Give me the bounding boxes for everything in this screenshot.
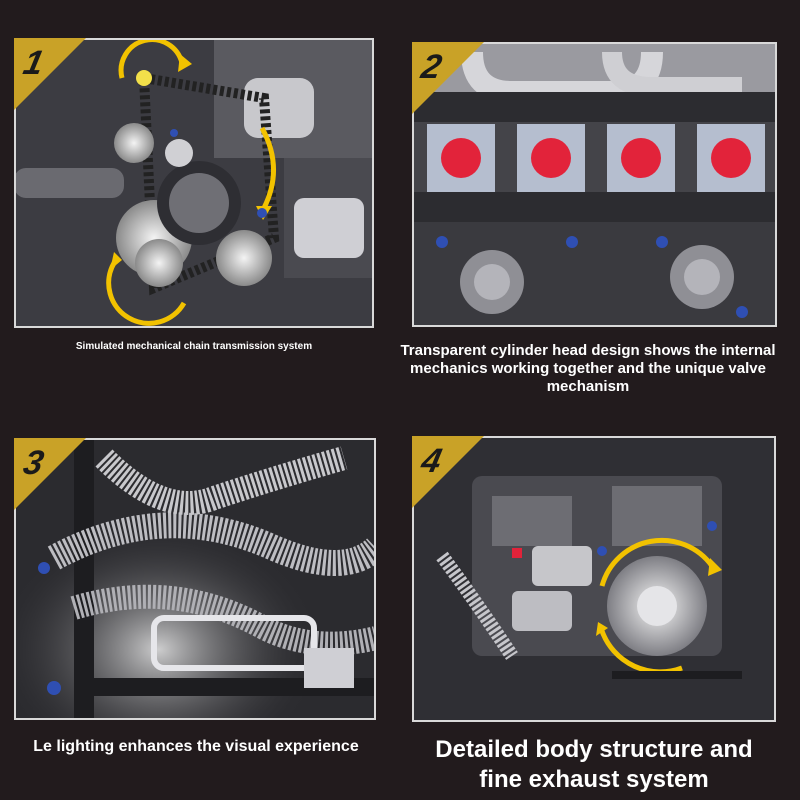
panel-3-caption: Le lighting enhances the visual experien… bbox=[33, 738, 359, 755]
chain-transmission-illustration bbox=[14, 38, 374, 328]
panel-4-caption: Detailed body structure and fine exhaust… bbox=[435, 736, 753, 793]
panel-3-image: 3 bbox=[14, 438, 376, 720]
panel-2-image: 2 bbox=[412, 42, 777, 327]
body-structure-exhaust-illustration bbox=[412, 436, 776, 722]
panel-4-badge: 4 bbox=[412, 436, 484, 508]
panel-4-image: 4 bbox=[412, 436, 776, 722]
panel-2-badge: 2 bbox=[412, 42, 484, 114]
panel-1-image: 1 bbox=[14, 38, 374, 328]
exhaust-hoses-lighting-illustration bbox=[14, 438, 376, 720]
valve-row bbox=[427, 124, 765, 192]
panel-2-caption: Transparent cylinder head design shows t… bbox=[400, 342, 776, 395]
panel-1-caption: Simulated mechanical chain transmission … bbox=[75, 341, 313, 352]
panel-1-badge: 1 bbox=[14, 38, 86, 110]
panel-3-badge: 3 bbox=[14, 438, 86, 510]
